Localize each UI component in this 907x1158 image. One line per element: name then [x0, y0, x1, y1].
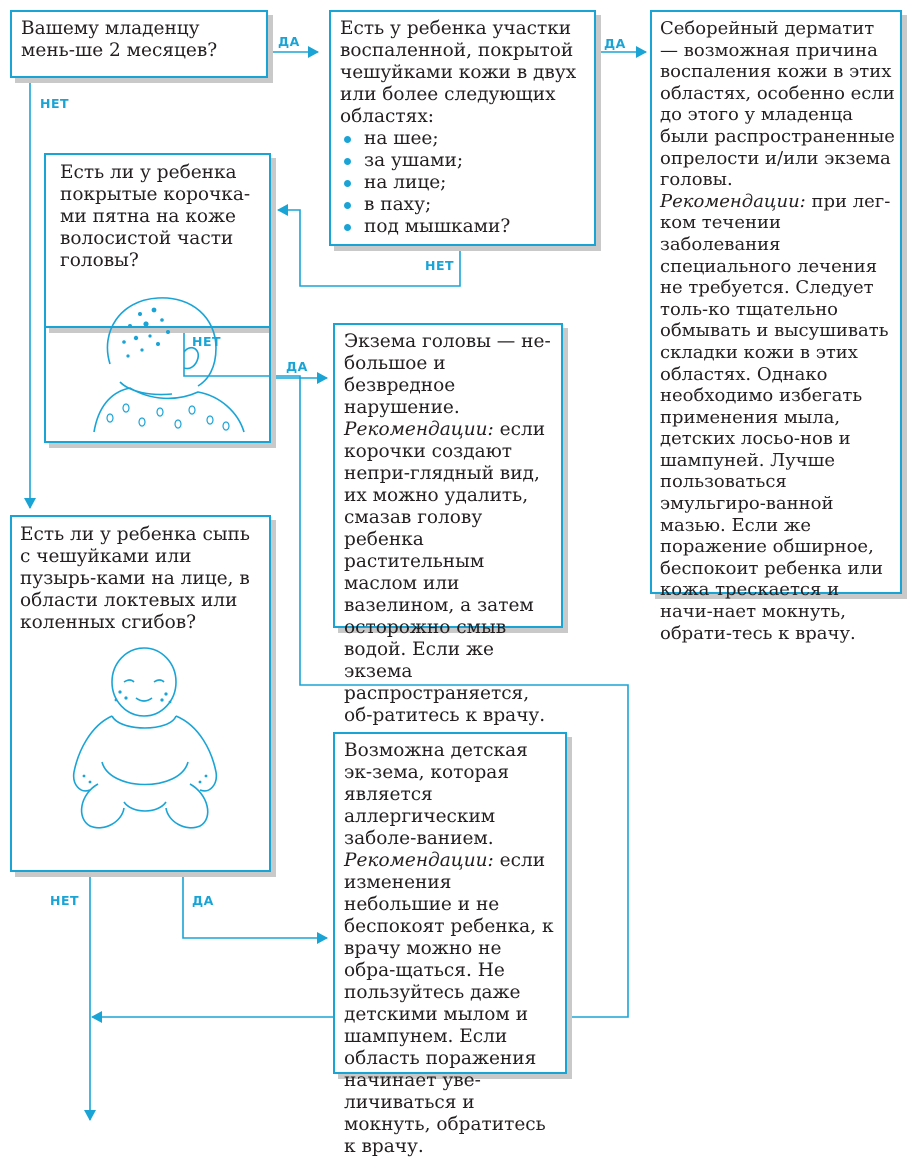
- result-scalp-eczema-recommendation: Рекомендации: если корочки создают непри…: [344, 419, 552, 727]
- recommendation-label: Рекомендации:: [344, 850, 494, 871]
- result-seborrheic-text: Себорейный дерматит — возможная причина …: [660, 18, 895, 191]
- label-q3-no: НЕТ: [192, 334, 222, 349]
- question-rash-text: Есть ли у ребенка сыпь с чешуйками или п…: [20, 524, 250, 633]
- result-infant-eczema-text: Возможна детская эк-зема, которая являет…: [344, 740, 528, 849]
- label-q2-no: НЕТ: [425, 258, 455, 273]
- result-scalp-eczema-box: Экзема головы — не-большое и безвредное …: [333, 323, 563, 726]
- connector-lines: [24, 46, 647, 1121]
- label-q1-yes: ДА: [278, 34, 300, 49]
- result-infant-eczema-box: Возможна детская эк-зема, которая являет…: [333, 732, 567, 1157]
- arrow-q2-no: [277, 204, 461, 287]
- recommendation-text: если корочки создают непри-глядный вид, …: [344, 419, 546, 726]
- question-age-box: Вашему младенцу мень-ше 2 месяцев?: [10, 10, 268, 78]
- arrow-q3-no: [91, 328, 629, 1023]
- recommendation-label: Рекомендации:: [660, 190, 806, 212]
- question-scaly-skin-box: Есть у ребенка участки воспаленной, покр…: [329, 10, 596, 246]
- list-item: под мышками?: [340, 216, 585, 238]
- label-q3-yes: ДА: [286, 359, 308, 374]
- label-q4-no: НЕТ: [50, 893, 80, 908]
- label-q4-yes: ДА: [192, 893, 214, 908]
- question-scalp-text: Есть ли у ребенка покрытые корочка-ми пя…: [60, 162, 251, 271]
- baby-head-illustration: [93, 297, 245, 433]
- question-scaly-skin-text: Есть у ребенка участки воспаленной, покр…: [340, 18, 577, 127]
- result-seborrheic-box: Себорейный дерматит — возможная причина …: [650, 10, 902, 644]
- list-item: на шее;: [340, 128, 585, 150]
- list-item: за ушами;: [340, 150, 585, 172]
- recommendation-label: Рекомендации:: [344, 419, 494, 440]
- area-list: на шее; за ушами; на лице; в паху; под м…: [340, 128, 585, 238]
- list-item: в паху;: [340, 194, 585, 216]
- scalp-illustration-box: [44, 153, 271, 443]
- recommendation-text: если изменения небольшие и не беспокоят …: [344, 850, 554, 1157]
- label-q1-no: НЕТ: [40, 96, 70, 111]
- result-seborrheic-recommendation: Рекомендации: при лег-ком течении заболе…: [660, 191, 895, 644]
- list-item: на лице;: [340, 172, 585, 194]
- result-scalp-eczema-text: Экзема головы — не-большое и безвредное …: [344, 331, 551, 418]
- sitting-baby-illustration: [72, 647, 218, 829]
- question-age-text: Вашему младенцу мень-ше 2 месяцев?: [21, 18, 218, 61]
- arrow-q4-yes: [182, 876, 328, 944]
- result-infant-eczema-recommendation: Рекомендации: если изменения небольшие и…: [344, 850, 556, 1158]
- question-rash-box: Есть ли у ребенка сыпь с чешуйками или п…: [10, 515, 271, 872]
- recommendation-text: при лег-ком течении заболевания специаль…: [660, 190, 891, 644]
- label-q2-yes: ДА: [604, 36, 626, 51]
